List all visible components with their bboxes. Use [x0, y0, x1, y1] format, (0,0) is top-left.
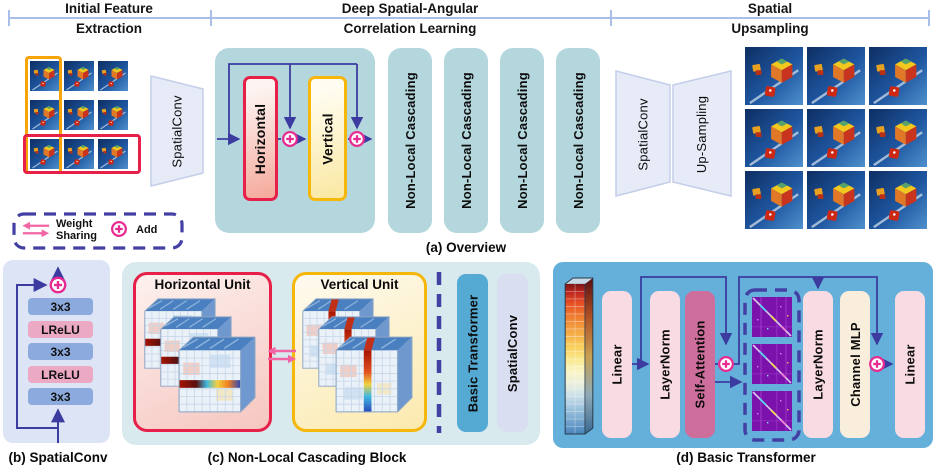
header-tick	[8, 10, 10, 26]
channel-mlp-label: Channel MLP	[847, 322, 863, 407]
lightfield-image	[64, 100, 94, 130]
vertical-unit-title: Vertical Unit	[320, 277, 399, 292]
header-initial-feature: Initial Feature Extraction	[8, 1, 210, 37]
horizontal-vertical-block	[215, 48, 375, 233]
horizontal-block: Horizontal	[243, 76, 278, 201]
weight-sharing-icon	[22, 221, 50, 238]
conv3x3-layer: 3x3	[28, 343, 93, 360]
lightfield-image	[98, 100, 128, 130]
vertical-block: Vertical	[308, 76, 347, 201]
layernorm-layer: LayerNorm	[650, 291, 680, 438]
layernorm-label: LayerNorm	[810, 329, 826, 400]
lightfield-image	[807, 47, 865, 105]
lightfield-image	[98, 61, 128, 91]
upsampling-trapezoid	[672, 70, 732, 197]
spatialconv-trapezoid	[150, 75, 204, 187]
horizontal-feature-cube	[175, 334, 257, 416]
spatialconv-label-wrap: SpatialConv	[150, 75, 204, 187]
cascading-block-3: Non-Local Cascading	[500, 48, 544, 233]
lrelu-layer: LReLU	[28, 366, 93, 383]
cascading-block-2: Non-Local Cascading	[444, 48, 488, 233]
header-line2: Upsampling	[731, 21, 809, 36]
cascading-label: Non-Local Cascading	[514, 72, 530, 209]
lightfield-image	[745, 47, 803, 105]
header-tick	[210, 10, 212, 26]
caption-basic-transformer: (d) Basic Transformer	[676, 450, 816, 465]
basic-transformer-label: Basic Transformer	[465, 294, 481, 412]
horizontal-unit-title: Horizontal Unit	[154, 277, 251, 292]
vertical-feature-cube	[332, 334, 414, 416]
self-attention-layer: Self-Attention	[685, 291, 715, 438]
header-line1: Initial Feature	[65, 1, 153, 16]
spatialconv-label: SpatialConv	[169, 94, 185, 168]
lightfield-image	[807, 109, 865, 167]
feature-strip	[563, 276, 595, 438]
add-icon	[110, 220, 128, 238]
header-tick	[610, 10, 612, 26]
spatialconv-pill: SpatialConv	[497, 274, 528, 432]
conv3x3-layer: 3x3	[28, 388, 93, 405]
weight-label-line2: Sharing	[56, 230, 97, 242]
cascading-block-1: Non-Local Cascading	[388, 48, 432, 233]
lrelu-layer: LReLU	[28, 321, 93, 338]
header-line2: Correlation Learning	[343, 21, 477, 36]
lightfield-image	[807, 171, 865, 229]
add-label: Add	[136, 224, 158, 236]
linear-layer: Linear	[602, 291, 632, 438]
caption-overview: (a) Overview	[425, 240, 507, 255]
channel-mlp-layer: Channel MLP	[840, 291, 870, 438]
lightfield-image	[869, 171, 927, 229]
row-highlight-red	[23, 134, 141, 174]
weight-label-line1: Weight	[56, 218, 93, 230]
lightfield-image	[869, 47, 927, 105]
weight-sharing-icon	[267, 346, 297, 364]
header-correlation-learning: Deep Spatial-Angular Correlation Learnin…	[210, 1, 610, 37]
attention-map	[752, 297, 792, 337]
header-spatial-upsampling: Spatial Upsampling	[610, 1, 930, 37]
lightfield-image	[64, 61, 94, 91]
output-lightfield-grid	[745, 47, 927, 229]
header-line2: Extraction	[75, 21, 143, 36]
weight-sharing-label: Weight Sharing	[56, 218, 97, 242]
cascading-label: Non-Local Cascading	[570, 72, 586, 209]
spatialconv-label: SpatialConv	[505, 314, 521, 392]
linear-label: Linear	[902, 344, 918, 385]
horizontal-label: Horizontal	[252, 103, 269, 174]
caption-cascading-block: (c) Non-Local Cascading Block	[207, 450, 407, 465]
lightfield-image	[745, 171, 803, 229]
attention-map	[752, 344, 792, 384]
linear-label: Linear	[609, 344, 625, 385]
cascading-label: Non-Local Cascading	[402, 72, 418, 209]
caption-spatialconv: (b) SpatialConv	[8, 450, 108, 465]
cascading-label: Non-Local Cascading	[458, 72, 474, 209]
cascading-block-4: Non-Local Cascading	[556, 48, 600, 233]
spatialconv-block: 3x3 LReLU 3x3 LReLU 3x3	[3, 260, 110, 443]
header-line1: Spatial	[747, 1, 793, 16]
upsampling-label: Up-Sampling	[694, 95, 710, 173]
spatialconv-label-wrap: SpatialConv	[615, 72, 671, 196]
basic-transformer-pill: Basic Transformer	[457, 274, 488, 432]
layernorm-layer: LayerNorm	[803, 291, 833, 438]
header-tick	[928, 10, 930, 26]
header-line1: Deep Spatial-Angular	[341, 1, 479, 16]
vertical-label: Vertical	[319, 112, 336, 165]
spatialconv-label: SpatialConv	[635, 97, 651, 171]
self-attention-label: Self-Attention	[692, 320, 708, 409]
linear-layer: Linear	[895, 291, 925, 438]
spatialconv-trapezoid	[615, 70, 671, 197]
upsampling-label-wrap: Up-Sampling	[672, 72, 732, 196]
layernorm-label: LayerNorm	[657, 329, 673, 400]
lightfield-image	[745, 109, 803, 167]
conv3x3-layer: 3x3	[28, 298, 93, 315]
header-rule	[8, 17, 930, 19]
attention-map	[752, 391, 792, 431]
lightfield-image	[869, 109, 927, 167]
